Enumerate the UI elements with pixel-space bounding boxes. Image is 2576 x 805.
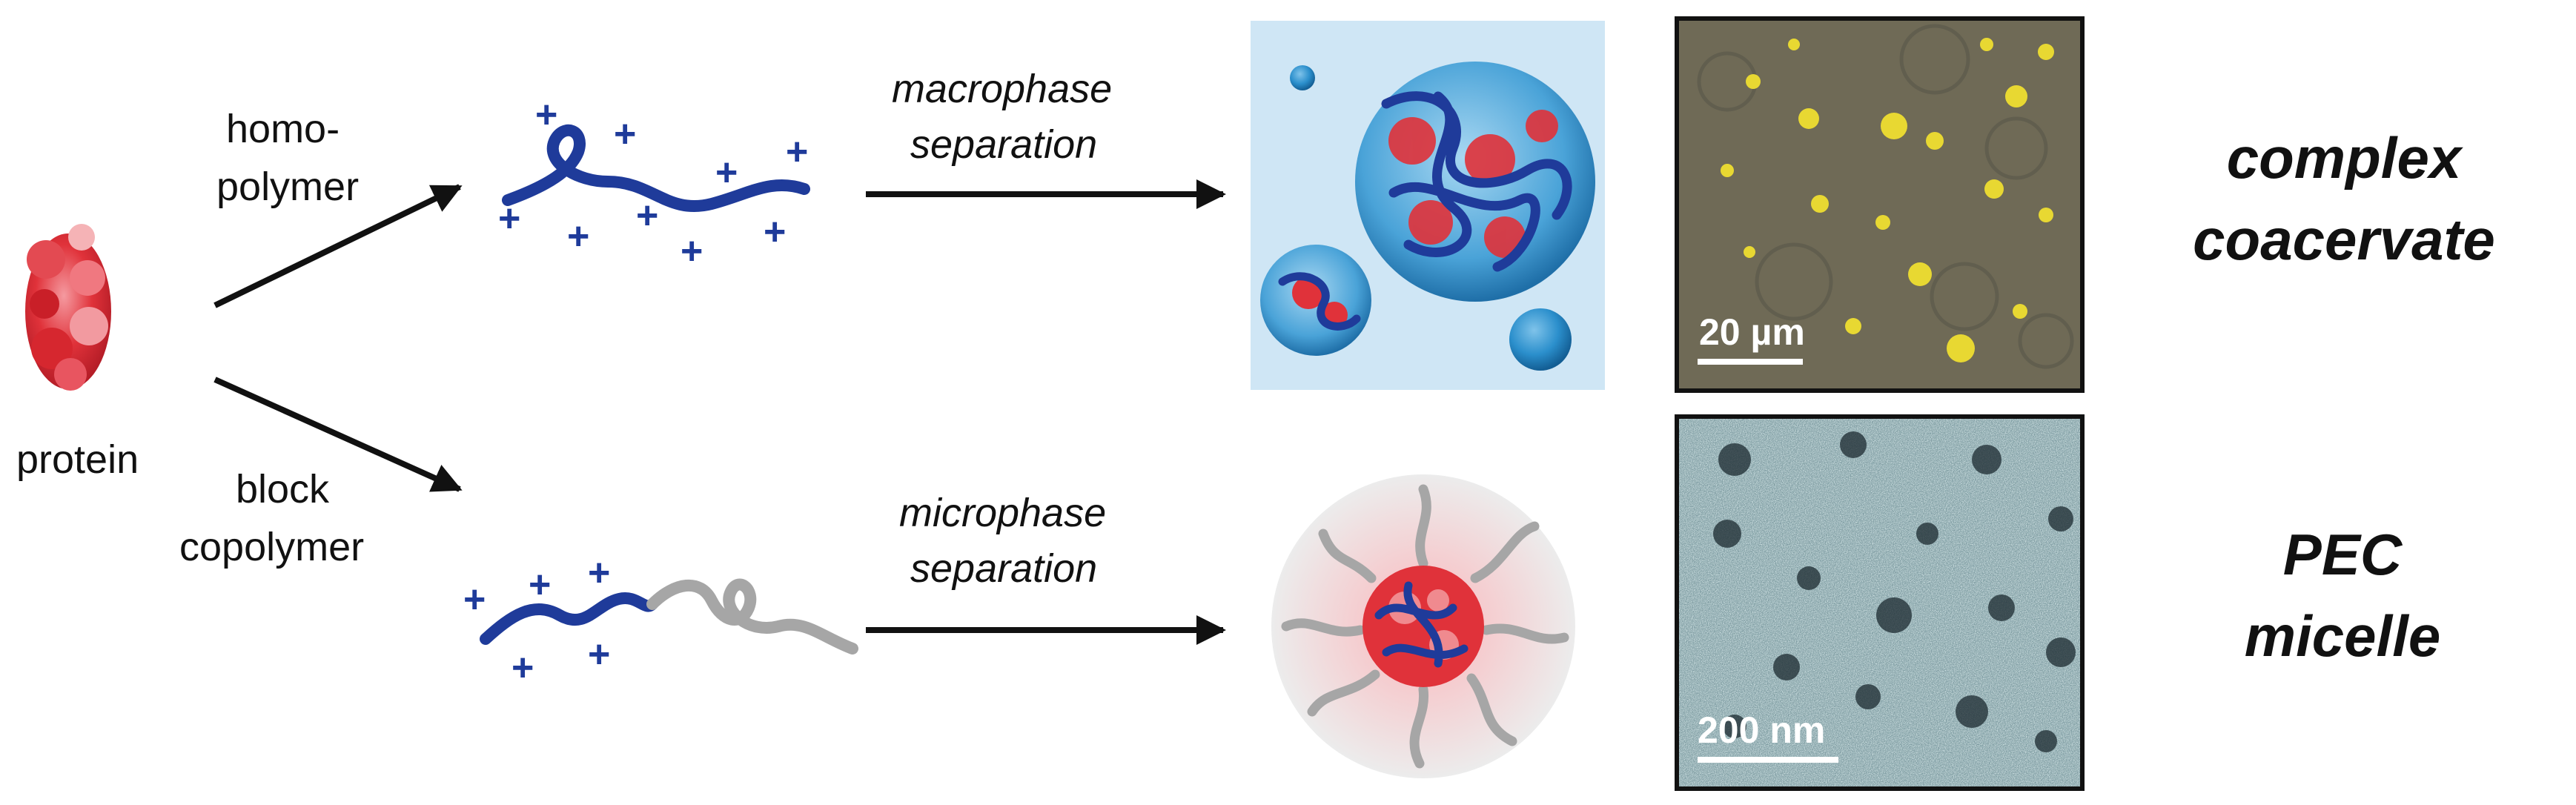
charge-plus: + [715, 151, 738, 194]
charge-plus: + [567, 215, 589, 258]
charged-block [480, 592, 658, 645]
charge-plus: + [529, 563, 551, 606]
micelle-scale-bar: 200 nm [1698, 709, 1825, 751]
protein-label: protein [16, 437, 139, 482]
charge-plus: + [535, 93, 557, 136]
homopolymer-charges: + + + + + + + + + [498, 93, 808, 273]
charge-plus: + [588, 551, 610, 594]
block-label-1: block [236, 467, 330, 511]
charge-plus: + [614, 113, 636, 156]
macrophase-label-2: separation [910, 122, 1097, 167]
coacervate-illustration [1251, 21, 1605, 390]
coacervate-scale-bar: 20 µm [1699, 311, 1805, 353]
charge-plus: + [681, 230, 703, 273]
pec-micelle-label-2: micelle [2245, 603, 2441, 669]
neutral-block [646, 578, 858, 655]
microphase-label-1: microphase [899, 491, 1106, 535]
charge-plus: + [498, 197, 520, 240]
microphase-label-2: separation [910, 546, 1097, 591]
homopolymer-label-2: polymer [216, 165, 359, 209]
pec-micelle-label-1: PEC [2283, 522, 2403, 587]
coacervate-micrograph: 20 µm [1675, 16, 2085, 393]
micelle-illustration [1271, 474, 1575, 778]
charge-plus: + [463, 578, 486, 621]
block-charges: + + + + + [463, 551, 610, 689]
charge-plus: + [636, 194, 658, 237]
charge-plus: + [588, 633, 610, 676]
block-label-2: copolymer [179, 525, 364, 569]
charge-plus: + [786, 130, 808, 173]
homopolymer-chain [502, 124, 810, 213]
protein-structure [25, 224, 111, 391]
complex-coacervate-label-1: complex [2227, 125, 2464, 191]
homopolymer-label-1: homo- [226, 107, 340, 151]
complex-coacervate-label-2: coacervate [2193, 207, 2495, 272]
macrophase-label-1: macrophase [892, 67, 1112, 111]
charge-plus: + [511, 646, 534, 689]
homopolymer-arrow [213, 184, 463, 308]
block-copolymer-arrow [213, 377, 463, 492]
micelle-micrograph: 200 nm [1675, 414, 2085, 791]
charge-plus: + [764, 211, 786, 254]
